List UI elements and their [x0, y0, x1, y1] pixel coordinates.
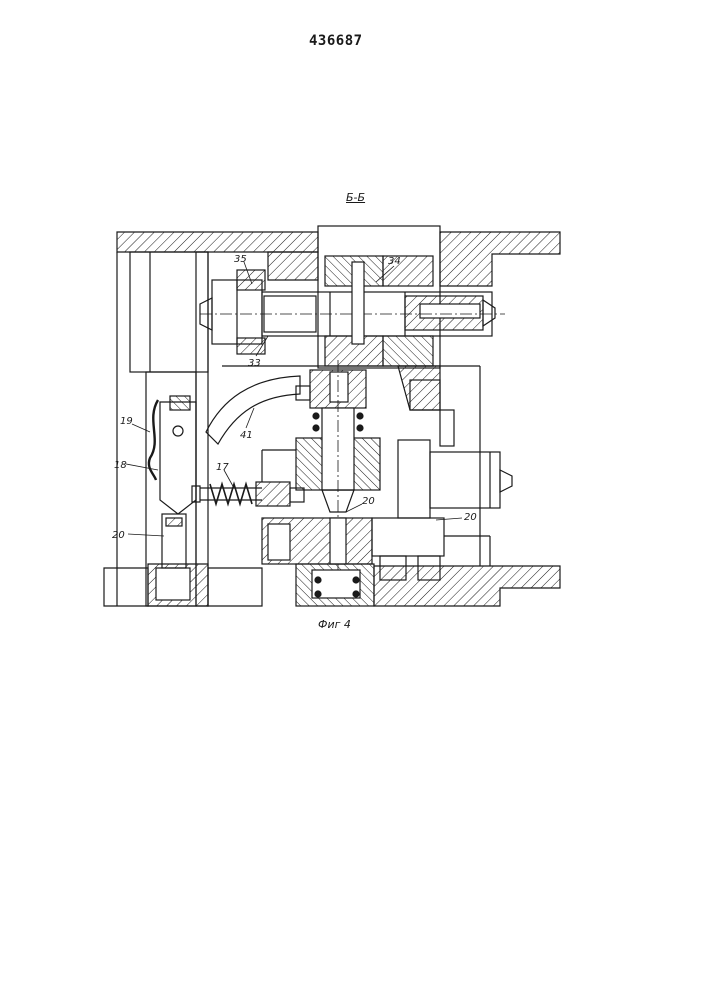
- label-20-center: 20: [362, 496, 375, 507]
- slider: [372, 518, 444, 556]
- label-19: 19: [120, 416, 133, 427]
- label-17: 17: [216, 462, 229, 473]
- label-41: 41: [240, 430, 253, 441]
- top-frame-plate-right: [440, 232, 560, 286]
- label-18: 18: [114, 460, 127, 471]
- lever: [160, 402, 196, 514]
- top-frame-plate: [117, 232, 318, 252]
- label-20-right: 20: [464, 512, 477, 523]
- label-20-left: 20: [112, 530, 125, 541]
- label-35: 35: [234, 254, 247, 265]
- base-plate: [104, 568, 148, 606]
- label-34: 34: [388, 256, 401, 267]
- label-33: 33: [248, 358, 261, 369]
